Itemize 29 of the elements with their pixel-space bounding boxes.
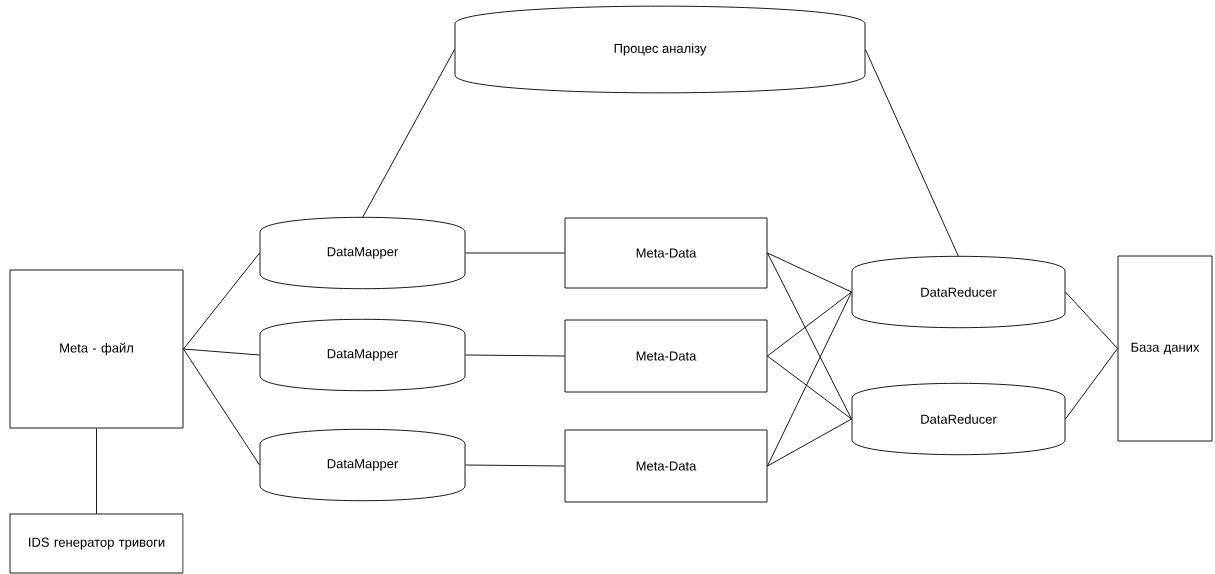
process-box: Meta-Data <box>564 429 768 503</box>
connector-line <box>767 355 852 420</box>
connector-line <box>183 348 260 466</box>
process-barrel: DataMapper <box>259 318 466 392</box>
connector-line <box>865 49 959 257</box>
process-box: Meta-Data <box>564 319 768 393</box>
process-barrel: DataReducer <box>851 382 1066 456</box>
connector-line <box>465 464 565 467</box>
process-box: IDS генератор тривоги <box>9 513 184 574</box>
process-box: База даних <box>1117 255 1213 442</box>
connector-line <box>96 428 97 514</box>
process-barrel: DataReducer <box>851 255 1066 329</box>
process-barrel: DataMapper <box>259 428 466 502</box>
process-box: Meta-Data <box>564 217 768 289</box>
connector-line <box>767 291 852 357</box>
connector-line <box>1065 291 1118 349</box>
connector-line <box>362 49 455 218</box>
connector-line <box>767 291 852 467</box>
process-barrel: DataMapper <box>259 216 466 290</box>
connector-line <box>1065 348 1118 420</box>
process-barrel: Процес аналізу <box>454 5 866 94</box>
connector-line <box>465 252 565 254</box>
process-box: Meta - файл <box>9 269 184 429</box>
connector-line <box>767 418 852 467</box>
connector-line <box>183 252 260 350</box>
connector-line <box>465 354 565 357</box>
connector-line <box>767 252 852 420</box>
connector-line <box>767 252 852 293</box>
connector-line <box>183 348 260 356</box>
